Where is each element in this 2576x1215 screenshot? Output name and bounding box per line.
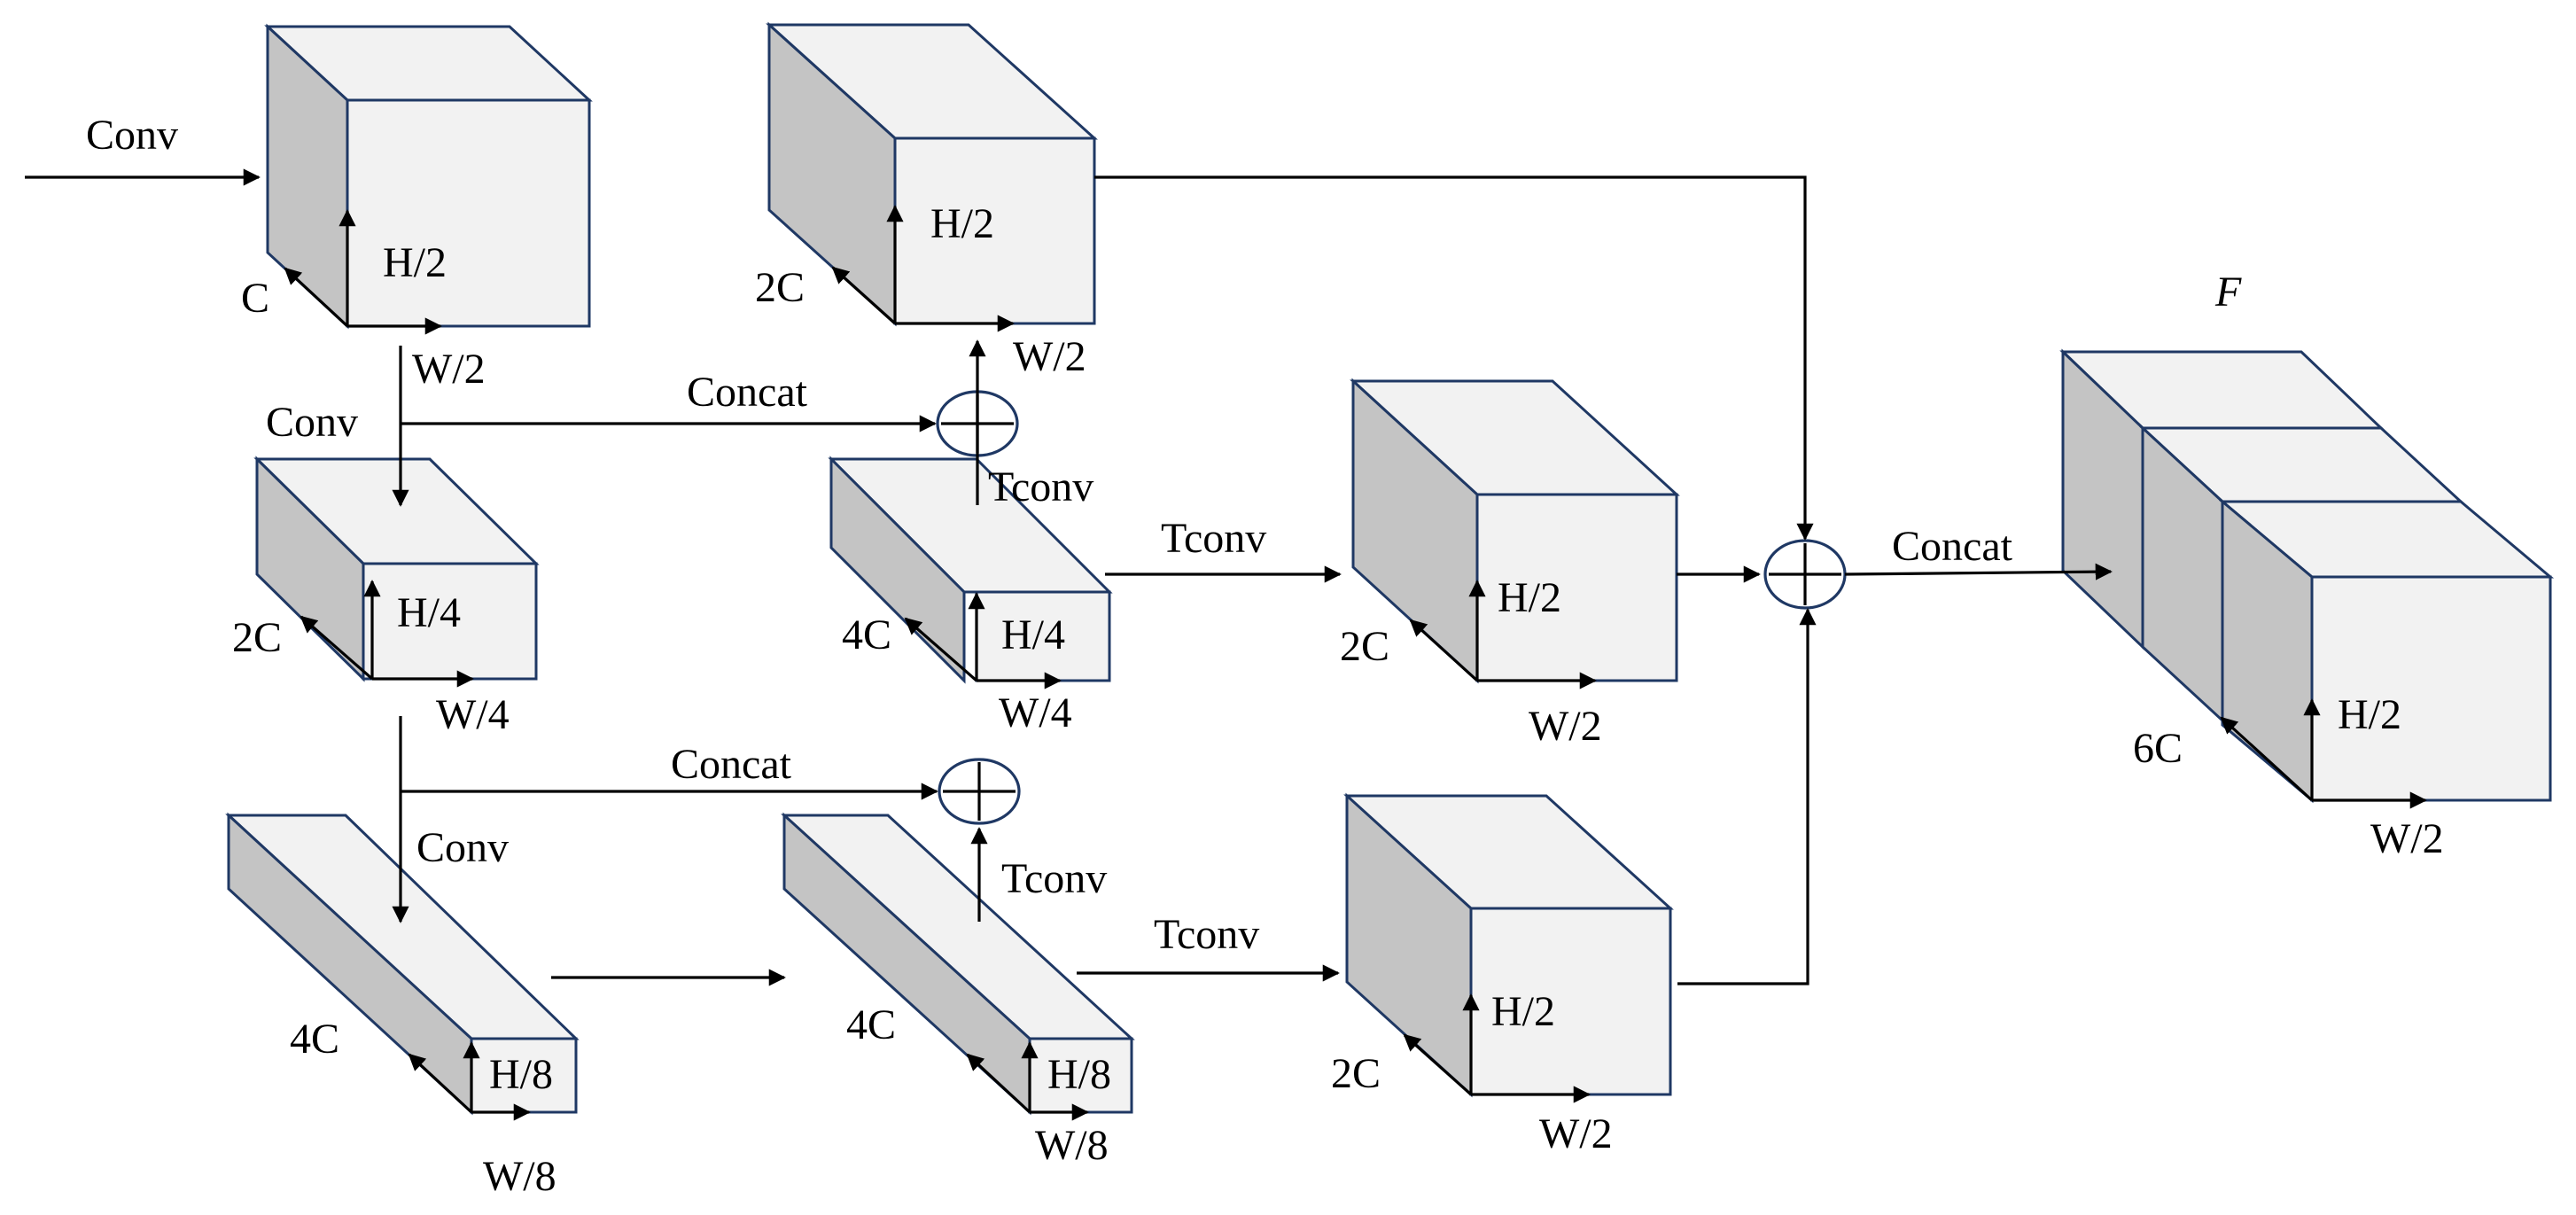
cube-front-face [2310,575,2552,802]
mid-block-3: H/8 W/8 4C [781,812,1135,1169]
width-label: W/2 [1529,703,1602,750]
width-label: W/4 [436,691,510,738]
cube-front-face [470,1037,578,1114]
concat-label-2: Concat [671,741,792,788]
channel-label: 2C [755,264,805,311]
tconv-label-3: Tconv [1001,855,1107,902]
channel-axis [831,266,897,325]
up3-to-concat-arrow [1677,608,1817,985]
concat-to-output-arrow [1844,563,2113,580]
encoder-block-2: H/4 W/4 2C [232,456,540,738]
channel-axis [408,1053,473,1114]
height-label: H/2 [1491,988,1555,1035]
channel-label: 2C [1331,1050,1381,1097]
cube-front-face [346,98,591,328]
height-label: H/8 [489,1051,553,1098]
conv-label-2: Conv [416,824,509,871]
height-label: H/2 [1498,574,1561,621]
channel-axis [966,1053,1031,1114]
height-label: H/2 [930,200,994,247]
channel-label: 2C [1340,623,1389,670]
concat-node-3 [1763,539,1847,610]
width-label: W/2 [2370,815,2444,862]
height-label: H/4 [1001,611,1065,658]
mid-block-1: H/2 W/2 2C [755,21,1098,380]
cube-front-face [1475,493,1678,682]
width-label: W/8 [483,1153,556,1200]
cube-front-face [362,562,538,681]
output-symbol: F [2214,269,2242,315]
width-label: W/8 [1035,1122,1109,1169]
height-label: H/8 [1047,1051,1111,1098]
channel-label: 2C [232,614,282,661]
cube-front-face [1469,907,1672,1096]
height-label: H/2 [383,239,447,286]
channel-axis [284,267,349,328]
upsample-block-3: H/2 W/2 2C [1331,792,1674,1157]
channel-label: 4C [842,611,891,658]
width-label: W/2 [412,346,486,393]
channel-axis [300,615,374,681]
conv-label-1: Conv [266,399,358,446]
conv-label-input: Conv [86,112,178,159]
cube-side-face [829,456,966,684]
upsample-block-2: H/2 W/2 2C [1340,378,1680,750]
mid-block-2: H/4 W/4 4C [828,456,1113,736]
tconv-label-2: Tconv [1161,515,1266,562]
tconv-label-1: Tconv [988,463,1093,510]
encoder-block-1: H/2 W/2 C [241,23,593,393]
channel-label: C [241,275,269,322]
channel-axis [2220,716,2314,802]
channel-axis [904,617,978,682]
cube-front-face [893,136,1096,325]
concat-node-2 [938,758,1021,825]
mid1-to-concat-arrow [1094,175,1814,541]
channel-label: 4C [290,1016,339,1063]
height-label: H/2 [2338,691,2401,738]
width-label: W/2 [1013,333,1086,380]
concat-label-1: Concat [687,369,808,416]
channel-axis [1409,619,1479,682]
channel-label: 4C [846,1001,896,1048]
width-label: W/4 [999,689,1072,736]
encoder-block-3: H/8 W/8 4C [225,812,580,1200]
channel-label: 6C [2133,725,2183,772]
width-label: W/2 [1539,1110,1613,1157]
height-label: H/4 [397,589,461,636]
tconv-label-4: Tconv [1154,911,1259,958]
channel-axis [1403,1033,1473,1096]
concat-label-out: Concat [1892,523,2013,570]
output-block: H/2 W/2 6C F [2059,269,2555,862]
